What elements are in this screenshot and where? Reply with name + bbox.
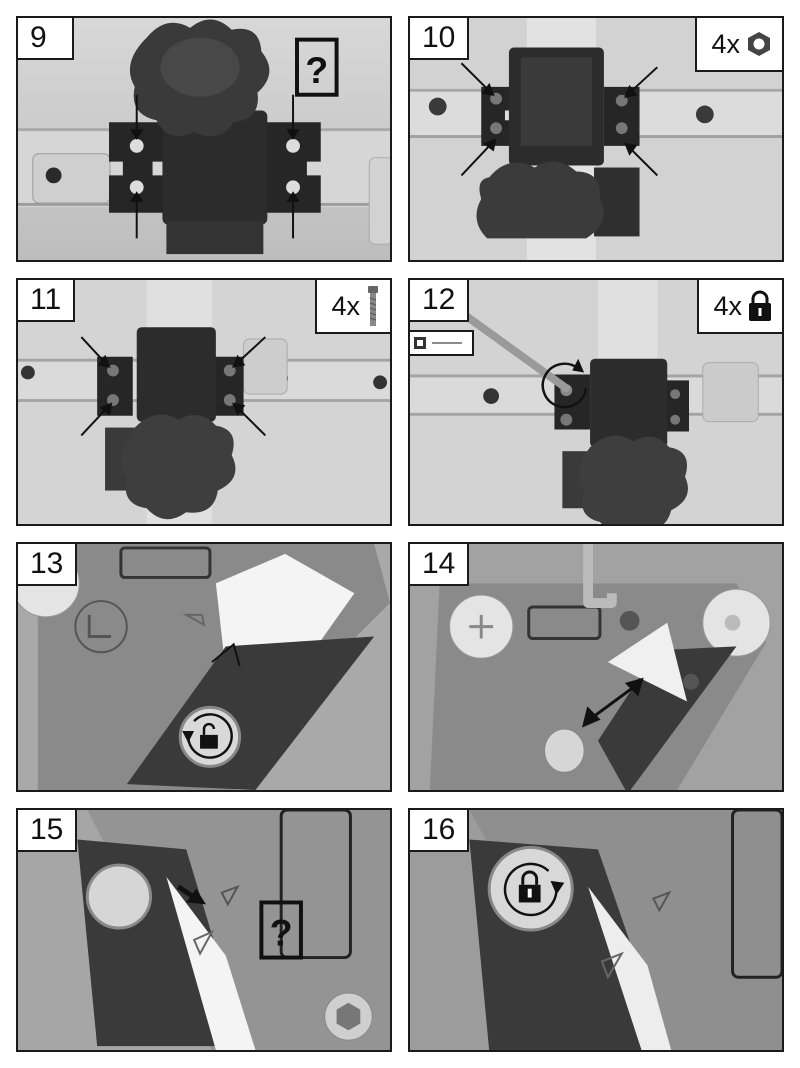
quantity-text: 4x — [711, 28, 740, 59]
padlock-icon — [749, 290, 771, 321]
step-13-panel: 13 — [16, 542, 392, 792]
step-15-photo: ? — [18, 810, 390, 1050]
step-number: 13 — [18, 544, 78, 586]
step-number: 12 — [410, 280, 470, 322]
tool-badge — [410, 330, 474, 356]
step-16-panel: 16 — [408, 808, 784, 1052]
quantity-text: 4x — [713, 290, 742, 321]
step-number: 11 — [18, 280, 76, 322]
quantity-badge: 4x — [695, 18, 782, 72]
step-13-photo — [18, 544, 390, 790]
step-14-panel: 14 — [408, 542, 784, 792]
step-16-photo — [410, 810, 782, 1050]
hex-key-icon — [414, 337, 462, 349]
step-number: 10 — [410, 18, 470, 60]
hex-nut-icon — [748, 32, 770, 56]
step-9-panel: ? 9 — [16, 16, 392, 262]
step-number: 16 — [410, 810, 470, 852]
svg-text:?: ? — [305, 49, 328, 91]
step-number: 14 — [410, 544, 470, 586]
quantity-text: 4x — [331, 290, 360, 321]
step-12-photo — [410, 280, 782, 524]
svg-text:?: ? — [270, 912, 293, 954]
screw-icon — [368, 286, 378, 326]
quantity-badge: 4x — [315, 280, 390, 334]
step-15-panel: ? 15 — [16, 808, 392, 1052]
step-12-panel: 12 4x — [408, 278, 784, 526]
step-9-photo: ? — [18, 18, 390, 260]
step-14-photo — [410, 544, 782, 790]
step-10-panel: 10 4x — [408, 16, 784, 262]
quantity-badge: 4x — [697, 280, 782, 334]
step-11-panel: 11 4x — [16, 278, 392, 526]
step-number: 15 — [18, 810, 78, 852]
step-number: 9 — [18, 18, 74, 60]
